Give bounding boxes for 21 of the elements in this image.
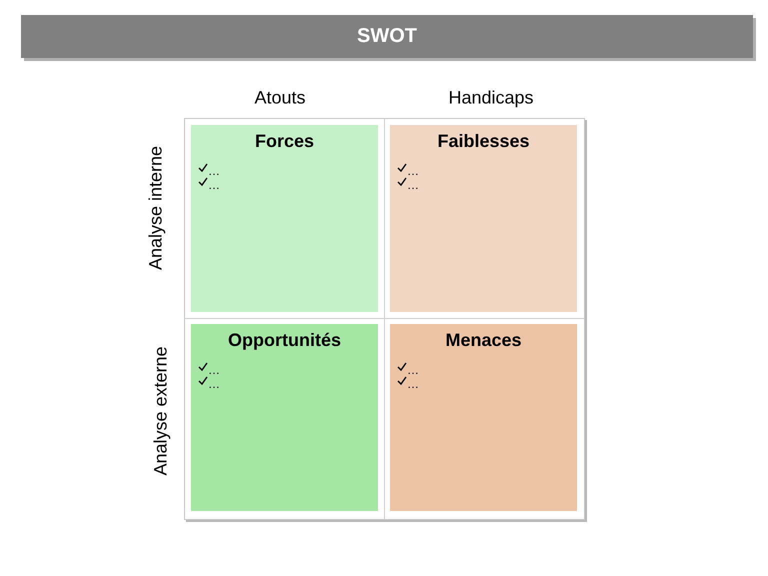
quadrant-box [191,125,378,312]
bullet-text: … [208,377,220,391]
row-header: Analyse externe [150,346,172,476]
bullet-text: … [407,164,419,178]
quadrant-box [390,125,577,312]
bullet-text: … [407,377,419,391]
quadrant-heading: Opportunités [227,330,342,351]
title-banner: SWOT [21,15,753,58]
column-header: Handicaps [448,88,534,108]
bullet-text: … [208,363,220,377]
bullet-text: … [407,363,419,377]
quadrant-heading: Menaces [444,330,523,351]
row-header: Analyse interne [146,146,166,270]
quadrant-box [390,324,577,511]
bullet-text: … [407,178,419,192]
column-header: Atouts [254,88,306,108]
quadrant-heading: Forces [254,131,316,152]
bullet-text: … [208,178,220,192]
bullet-text: … [208,164,220,178]
quadrant-heading: Faiblesses [436,131,531,152]
quadrant-box [191,324,378,511]
